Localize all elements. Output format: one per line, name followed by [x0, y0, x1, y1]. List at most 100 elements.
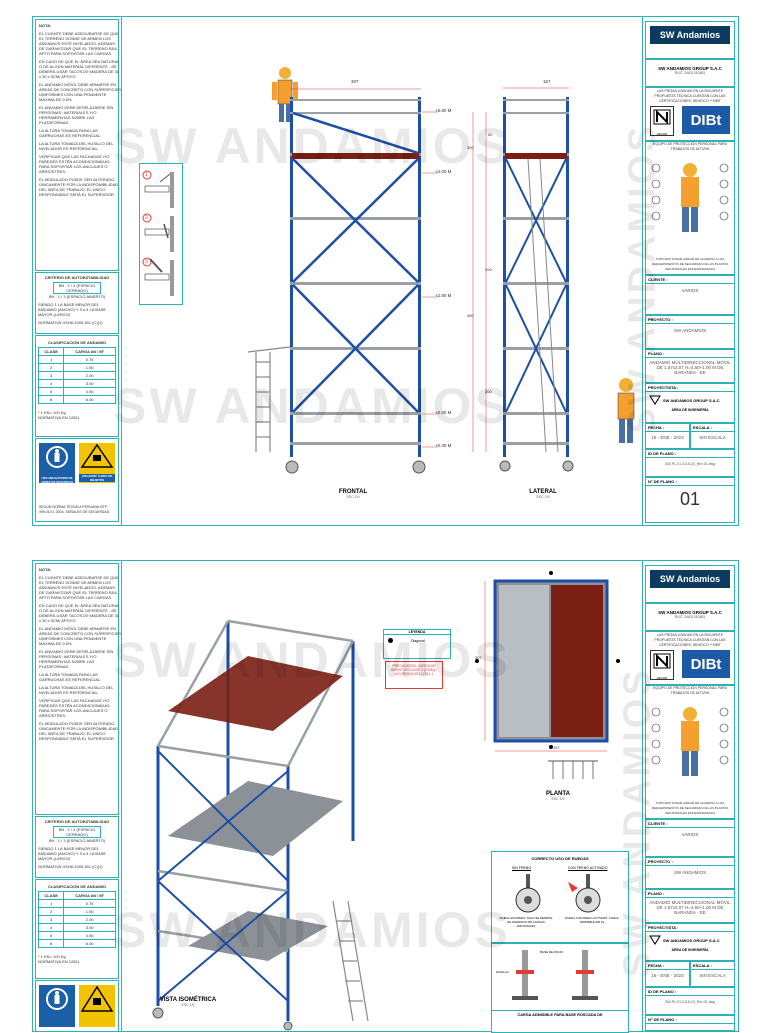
dibt-logo: DIBt — [682, 650, 730, 678]
table-cell: 5 — [37, 931, 65, 940]
wheel-usage-title: CORRECTO USO DE RUEDAS — [531, 856, 589, 861]
table-cell: 4 — [37, 923, 65, 932]
table-cell: 4.50 — [63, 931, 116, 940]
logo-text: SW Andamios — [659, 30, 721, 40]
company-logo: SW Andamios — [650, 570, 730, 588]
proyecto-label: PROYECTO : — [646, 316, 734, 324]
signs-box — [35, 980, 119, 1032]
cliente-label: CLIENTE : — [646, 276, 734, 284]
clasificacion-title: CLASIFICACION DE ANDAMIO — [47, 884, 107, 889]
table-header: CARGA kN / M² — [63, 347, 116, 356]
footnote: NORMATIVA EN 12811 — [38, 415, 80, 420]
planta-title: PLANTA — [546, 791, 570, 797]
planta-length-dim: 307 — [475, 655, 482, 660]
footnote: * 1 KN= 100 Kg — [38, 954, 66, 959]
watermark: SW ANDAMIOS — [113, 378, 511, 434]
notes-box: NOTA: EL CLIENTE DEBE ASEGURARSE DE QUE … — [35, 563, 121, 815]
level-label: +0.30 M — [435, 443, 452, 448]
cliente-cell: CLIENTE : VARIOS — [645, 275, 735, 315]
title-block: SW Andamios SW ANDAMIOS GROUP S.A.C RUC:… — [642, 561, 738, 1031]
title-block: SW Andamios SW ANDAMIOS GROUP S.A.C RUC:… — [642, 17, 738, 525]
criterio-box-text: BH : 1 / 4 (ESPACIO CERRADO) — [52, 826, 102, 838]
assembly-steps-box: 1 2 3 — [139, 163, 183, 305]
escala-label: ESCALA : — [691, 424, 734, 432]
table-cell: 2 — [37, 363, 65, 372]
table-cell: 6 — [37, 939, 65, 948]
cliente-value: VARIOS — [681, 288, 699, 293]
aenor-label: AENOR — [656, 132, 668, 136]
note-item: VERIFICAR QUE LAS FACHADAS Y/O PAREDES E… — [39, 154, 110, 174]
harness-sign: USO OBLIGATORIO DE ARNÉS DE SEGURIDAD — [39, 443, 75, 484]
escala-label: ESCALA : — [691, 962, 734, 970]
epp-cell: EQUIPO DE PROTECCIÓN PERSONAL PARA TRABA… — [645, 141, 735, 275]
table-cell: 5 — [37, 387, 65, 396]
note-item: LA ALTURA TOMADA PARA LAS GARRUCHAS ES R… — [39, 672, 102, 682]
isometric-view-drawing — [152, 619, 369, 1031]
isometric-view-label: VISTA ISOMÉTRICA ESC 1/9 — [158, 997, 218, 1007]
isometric-title: VISTA ISOMÉTRICA — [159, 997, 217, 1003]
wheel-illustrations — [515, 874, 601, 913]
criterio-line2: NORMATIVA OSHA 1926.451 (C)(1) — [38, 320, 103, 325]
company-ruc: RUC: 20611310581 — [674, 71, 706, 75]
wheel-usage-box: CORRECTO USO DE RUEDAS SIN FRENO CON FRE… — [491, 851, 629, 943]
harness-icon — [46, 988, 68, 1010]
sw-triangle-icon — [649, 395, 661, 405]
id-cell: ID DE PLANO : SW-PL-01-0116-23_Rev.01.dw… — [645, 449, 735, 477]
precaucion-text: PRECAUCIÓN: CARGA DE SERVICIO CLASE 3 (2… — [390, 664, 438, 676]
n-mark-icon — [653, 109, 671, 125]
epp-cell: EQUIPO DE PROTECCIÓN PERSONAL PARA TRABA… — [645, 685, 735, 819]
proyectista-label: PROYECTISTA : — [646, 924, 734, 932]
cliente-value: VARIOS — [681, 832, 699, 837]
epp-illustration — [651, 163, 729, 232]
frontal-title: FRONTAL — [338, 489, 368, 495]
aenor-mark: AENOR — [650, 106, 674, 136]
proyectista-cell: PROYECTISTA : SW ANDAMIOS GROUP S.A.C ÁR… — [645, 383, 735, 423]
legend-item: Diagonal — [411, 638, 425, 643]
escala-cell: ESCALA : SIN ESCALA — [690, 423, 735, 449]
id-value: SW-PL-01-0116-23_Rev.01.dwg — [665, 462, 715, 466]
escala-cell: ESCALA : SIN ESCALA — [690, 961, 735, 987]
plano-number: 01 — [679, 489, 701, 509]
table-cell: 6.00 — [63, 939, 116, 948]
fecha-value: 16 - ENE - 2023 — [651, 435, 684, 440]
aenor-mark: AENOR — [650, 650, 674, 680]
worker-figure — [272, 67, 298, 122]
criterio-sub-text: BH : 1 / 3 (ESPACIO ABIERTO) — [48, 294, 106, 299]
proyectista-value: SW ANDAMIOS GROUP S.A.C — [663, 397, 720, 403]
harness-sign-text: USO OBLIGATORIO DE ARNÉS DE SEGURIDAD — [40, 476, 73, 484]
fecha-label: FECHA : — [646, 962, 689, 970]
table-cell: 3.00 — [63, 379, 116, 388]
epp-title: EQUIPO DE PROTECCIÓN PERSONAL PARA TRABA… — [653, 686, 727, 695]
harness-sign — [39, 985, 75, 1027]
criterio-box-text: BH : 1 / 4 (ESPACIO CERRADO) — [52, 282, 102, 294]
low-platform — [188, 911, 328, 961]
table-cell: 4 — [37, 379, 65, 388]
company-name: SW ANDAMIOS GROUP S.A.C — [658, 610, 722, 615]
wheel-no-brake-label: SIN FRENO — [512, 866, 532, 870]
level-label: +2.80 M — [435, 293, 452, 298]
coupler-steps-illustration — [142, 170, 174, 296]
frontal-view-drawing — [247, 67, 438, 474]
dibt-text: DIBt — [690, 655, 722, 673]
isometric-scale: ESC 1/9 — [181, 1003, 195, 1007]
table-cell: 3.00 — [63, 923, 116, 932]
n-mark-icon — [653, 653, 671, 669]
table-cell: 3 — [37, 915, 65, 924]
company-name: SW ANDAMIOS GROUP S.A.C — [658, 66, 722, 71]
wheel-brake-note: RUEDA CON FRENO ACTIVADO: CARGA ADMISIBL… — [565, 916, 619, 924]
plano-value: ANDAMIO MULTIDIRECCIONAL MÓVIL DE 1.57x3… — [649, 360, 731, 375]
company-logo: SW Andamios — [650, 26, 730, 44]
wheel-brake-label: CON FRENO ACTIVADO — [568, 866, 608, 870]
table-cell: 0.75 — [63, 899, 116, 908]
escala-value: SIN ESCALA — [699, 973, 726, 978]
fecha-cell: FECHA : 16 - ENE - 2023 — [645, 961, 690, 987]
planta-width-dim: 157 — [553, 745, 560, 750]
worker-figure-2 — [617, 378, 635, 443]
proyectista-area: ÁREA DE INGENIERÍA — [671, 948, 709, 952]
